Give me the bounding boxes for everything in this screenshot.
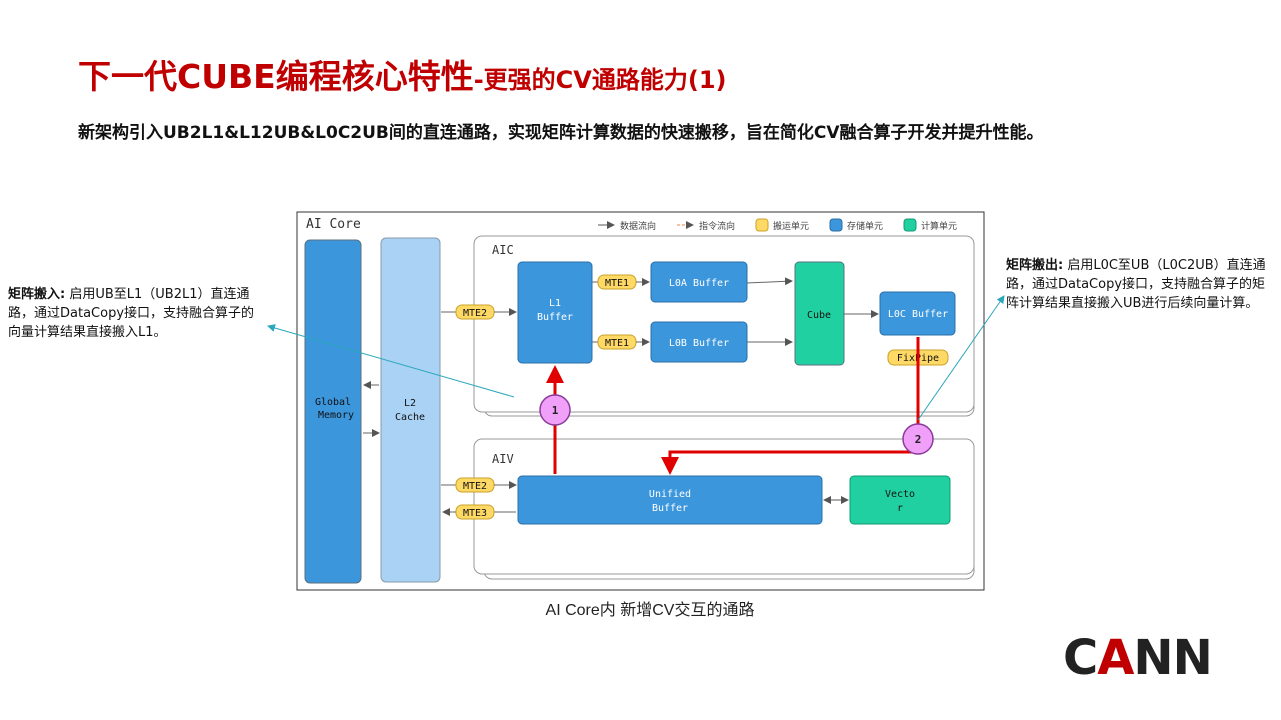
mte3-aiv-label: MTE3 bbox=[463, 508, 487, 519]
page-title: 下一代CUBE编程核心特性-更强的CV通路能力(1) bbox=[78, 50, 727, 98]
legend: 数据流向 指令流向 搬运单元 存储单元 计算单元 bbox=[598, 218, 957, 232]
legend-store-unit: 存储单元 bbox=[847, 220, 883, 232]
l0a-buffer-block bbox=[650, 261, 748, 303]
vector-label-1: Vecto bbox=[885, 489, 915, 500]
cann-logo: CANN bbox=[1063, 630, 1213, 686]
global-memory-label-1: Global bbox=[315, 397, 351, 408]
page-title-sub: -更强的CV通路能力(1) bbox=[473, 66, 727, 94]
l1-buffer-label-1: L1 bbox=[549, 298, 561, 309]
legend-move-unit: 搬运单元 bbox=[773, 220, 809, 232]
l0c-buffer-block bbox=[879, 291, 956, 336]
l1-buffer-label-2: Buffer bbox=[537, 312, 573, 323]
diagram-caption: AI Core内 新增CV交互的通路 bbox=[545, 602, 755, 619]
cube-label: Cube bbox=[807, 310, 831, 321]
l0a-buffer-label: L0A Buffer bbox=[669, 278, 729, 289]
unified-buffer-block bbox=[517, 475, 823, 525]
l2-cache-label-2: Cache bbox=[395, 412, 425, 423]
left-note-text: 启用UB至L1（UB2L1）直连通路，通过DataCopy接口，支持融合算子的向… bbox=[8, 287, 255, 340]
left-callout-line bbox=[267, 324, 515, 398]
page-title-main: 下一代CUBE编程核心特性 bbox=[78, 57, 474, 96]
right-callout-line bbox=[917, 295, 1005, 421]
marker-2-label: 2 bbox=[915, 433, 922, 446]
unified-buffer-label-1: Unified bbox=[649, 489, 691, 500]
mte2-aic-label: MTE2 bbox=[463, 308, 487, 319]
left-note: 矩阵搬入: 启用UB至L1（UB2L1）直连通路，通过DataCopy接口，支持… bbox=[8, 285, 266, 342]
aic-label: AIC bbox=[492, 243, 514, 257]
left-note-heading: 矩阵搬入: bbox=[8, 287, 66, 302]
legend-store-swatch bbox=[829, 218, 843, 232]
legend-compute-swatch bbox=[903, 218, 917, 232]
right-note-text: 启用L0C至UB（L0C2UB）直连通路，通过DataCopy接口，支持融合算子… bbox=[1006, 258, 1266, 311]
legend-compute-unit: 计算单元 bbox=[921, 220, 957, 232]
legend-data-flow: 数据流向 bbox=[620, 220, 656, 232]
marker-2 bbox=[902, 423, 934, 455]
legend-cmd-flow: 指令流向 bbox=[699, 220, 735, 232]
l2-cache-label-1: L2 bbox=[404, 398, 416, 409]
mte1-b-label: MTE1 bbox=[605, 338, 629, 349]
global-memory-label-2: Memory bbox=[318, 410, 354, 421]
l0c-buffer-label: L0C Buffer bbox=[888, 309, 948, 320]
mte1-a-label: MTE1 bbox=[605, 278, 629, 289]
l2-cache-block bbox=[380, 237, 441, 583]
l0c2ub-path bbox=[661, 337, 920, 475]
right-note: 矩阵搬出: 启用L0C至UB（L0C2UB）直连通路，通过DataCopy接口，… bbox=[1006, 256, 1268, 313]
right-note-heading: 矩阵搬出: bbox=[1006, 258, 1064, 273]
global-memory-block bbox=[304, 239, 362, 584]
l0b-buffer-label: L0B Buffer bbox=[669, 338, 729, 349]
page-subtitle: 新架构引入UB2L1&L12UB&L0C2UB间的直连通路，实现矩阵计算数据的快… bbox=[78, 123, 1044, 143]
marker-1-label: 1 bbox=[552, 404, 559, 417]
vector-block bbox=[849, 475, 951, 525]
l1-buffer-block bbox=[517, 261, 593, 364]
mte2-aiv-label: MTE2 bbox=[463, 481, 487, 492]
legend-move-swatch bbox=[755, 218, 769, 232]
unified-buffer-label-2: Buffer bbox=[652, 503, 688, 514]
aiv-label: AIV bbox=[492, 452, 514, 466]
vector-label-2: r bbox=[897, 503, 903, 514]
marker-1 bbox=[539, 394, 571, 426]
ai-core-label: AI Core bbox=[306, 217, 361, 232]
